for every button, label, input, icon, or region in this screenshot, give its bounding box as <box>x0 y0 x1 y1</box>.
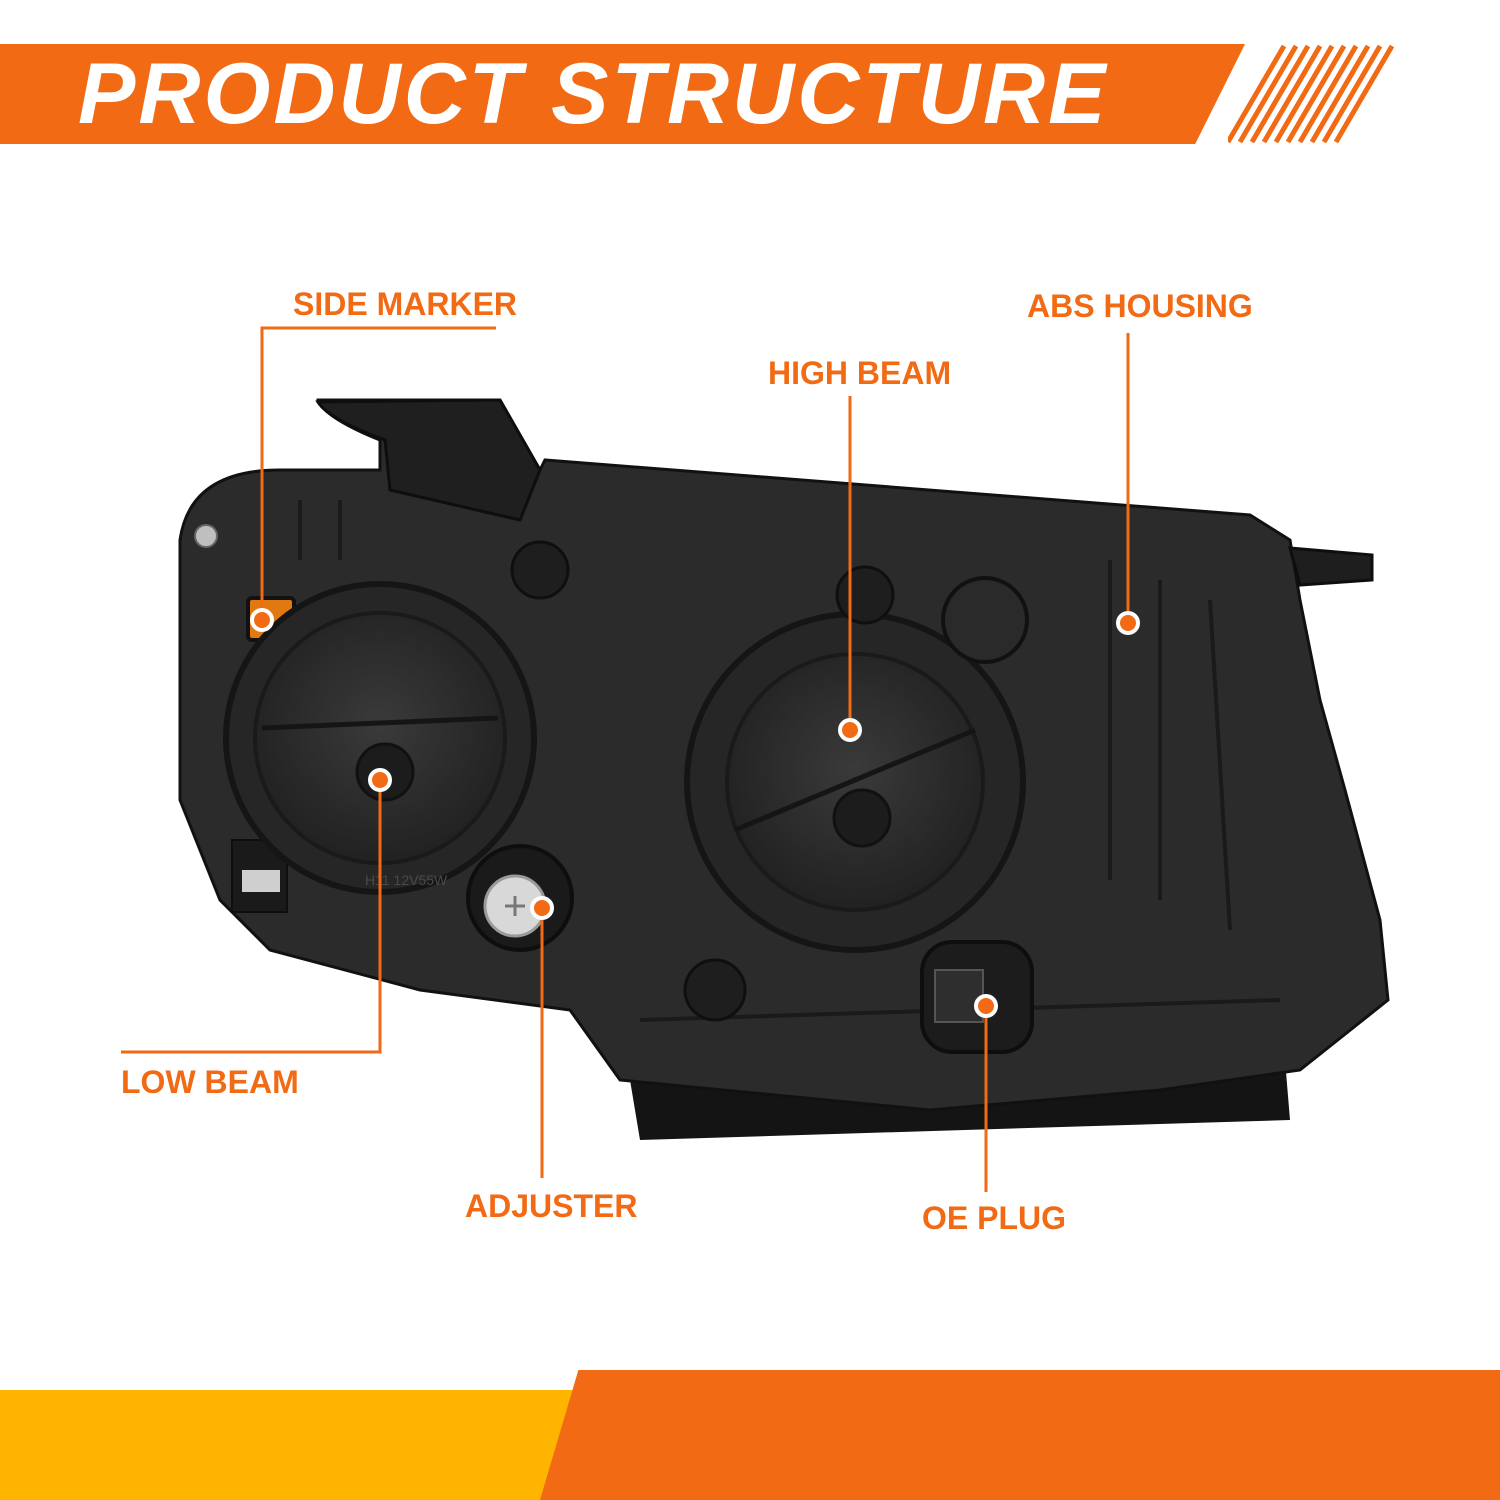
vent-cap <box>941 576 1029 664</box>
adjuster-dot <box>530 896 554 920</box>
page-title: PRODUCT STRUCTURE <box>78 46 1109 142</box>
banner-stripes-decoration <box>1228 44 1395 144</box>
label-side-marker: SIDE MARKER <box>293 286 518 322</box>
label-oe-plug: OE PLUG <box>922 1200 1067 1236</box>
callout-dots <box>250 608 1140 1018</box>
mounting-tab-top <box>315 398 542 522</box>
oe-plug-dot <box>974 994 998 1018</box>
aim-knob <box>683 958 747 1022</box>
low-beam-leader <box>121 780 382 1054</box>
label-low-beam: LOW BEAM <box>121 1064 299 1100</box>
aim-knob <box>835 565 895 625</box>
label-high-beam: HIGH BEAM <box>768 355 952 391</box>
abs-housing-dot <box>1116 611 1140 635</box>
footer-band-yellow <box>0 1390 620 1500</box>
label-abs-housing: ABS HOUSING <box>1027 288 1253 324</box>
bulb-marking: H11 12V55W <box>365 872 448 888</box>
side-marker-dot <box>250 608 274 632</box>
side-marker-leader <box>260 326 496 620</box>
callout-leaders <box>121 326 1130 1192</box>
aim-knob <box>510 540 570 600</box>
low-beam-dot <box>368 768 392 792</box>
mount-screw-icon <box>194 524 218 548</box>
title-banner <box>0 44 1245 144</box>
label-adjuster: ADJUSTER <box>465 1188 638 1224</box>
mounting-tab-right <box>1287 546 1374 587</box>
bracket-clip <box>242 870 280 892</box>
footer-band-orange <box>540 1370 1500 1500</box>
high-beam-dot <box>838 718 862 742</box>
